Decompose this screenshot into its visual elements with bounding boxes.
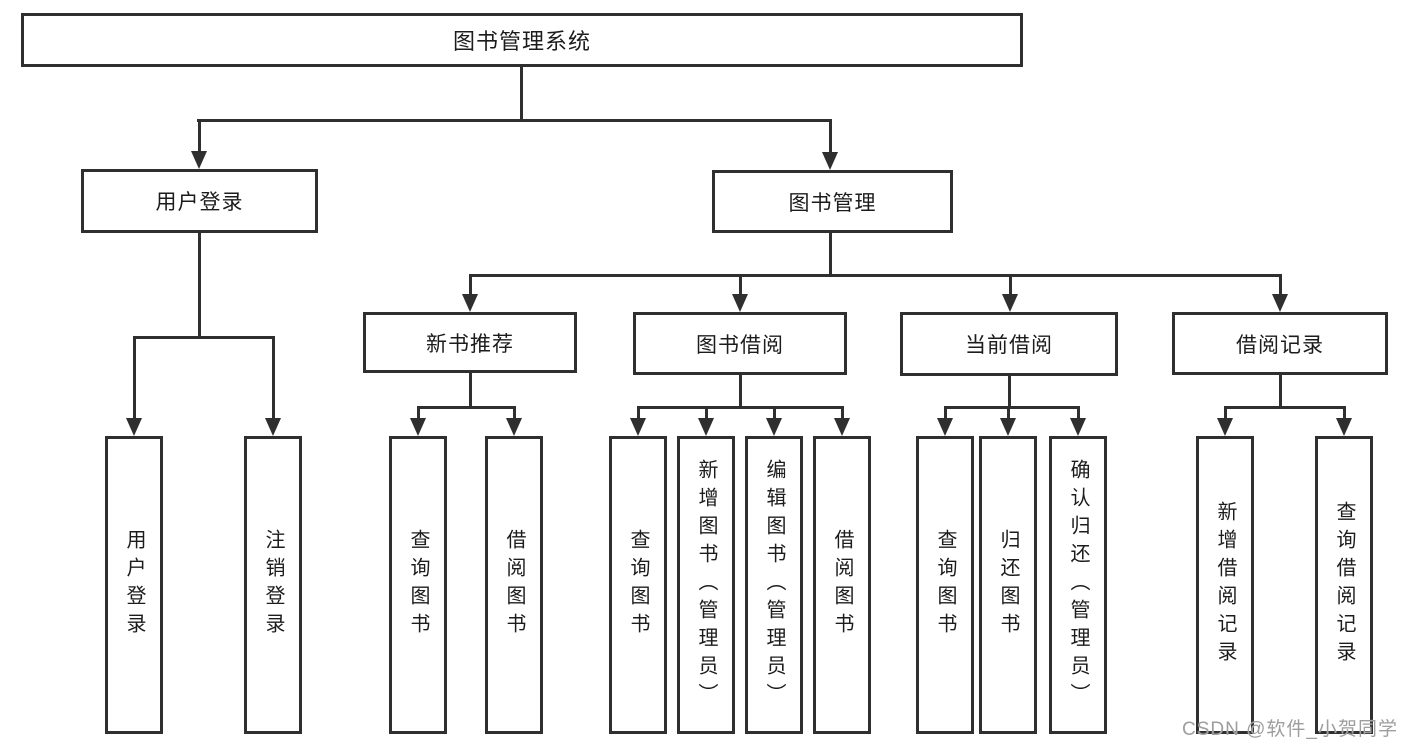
connector-line <box>637 406 640 422</box>
connector-line <box>272 336 275 420</box>
leaf-add-borrow-record: 新增借阅记录 <box>1196 436 1254 734</box>
connector-line <box>513 406 516 422</box>
connector-line <box>829 120 832 154</box>
arrowhead-icon <box>766 418 782 436</box>
connector-line <box>1009 274 1012 298</box>
connector-line <box>739 274 742 298</box>
leaf-label: 查询图书 <box>407 529 429 641</box>
node-current-borrowing: 当前借阅 <box>900 312 1118 376</box>
connector-line <box>944 406 947 422</box>
leaf-label: 归还图书 <box>997 529 1019 641</box>
arrowhead-icon <box>1000 418 1016 436</box>
connector-line <box>773 406 776 422</box>
arrowhead-icon <box>732 294 748 312</box>
leaf-return-books: 归还图书 <box>979 436 1037 734</box>
connector-line <box>739 375 742 409</box>
arrowhead-icon <box>462 294 478 312</box>
leaf-label: 用户登录 <box>123 529 145 641</box>
leaf-label: 查询图书 <box>934 529 956 641</box>
connector-line <box>469 274 1282 277</box>
connector-line <box>198 233 201 339</box>
arrowhead-icon <box>265 418 281 436</box>
node-book-management-system: 图书管理系统 <box>21 13 1023 67</box>
connector-line <box>705 406 708 422</box>
leaf-query-books: 查询图书 <box>609 436 667 734</box>
connector-line <box>417 406 516 409</box>
arrowhead-icon <box>937 418 953 436</box>
node-book-management: 图书管理 <box>712 170 953 233</box>
connector-line <box>469 274 472 298</box>
connector-line <box>1224 406 1227 422</box>
arrowhead-icon <box>822 152 838 170</box>
node-book-borrowing: 图书借阅 <box>633 312 847 375</box>
leaf-borrow-books: 借阅图书 <box>813 436 871 734</box>
leaf-query-borrow-record: 查询借阅记录 <box>1315 436 1373 734</box>
csdn-watermark: CSDN @软件_小贺同学 <box>1182 719 1398 740</box>
arrowhead-icon <box>506 418 522 436</box>
leaf-label: 新增借阅记录 <box>1214 501 1236 669</box>
arrowhead-icon <box>1002 294 1018 312</box>
connector-line <box>417 406 420 422</box>
leaf-label: 借阅图书 <box>503 529 525 641</box>
connector-line <box>1343 406 1346 422</box>
node-user-login: 用户登录 <box>81 169 318 233</box>
connector-line <box>197 119 832 122</box>
arrowhead-icon <box>410 418 426 436</box>
connector-line <box>637 406 844 409</box>
connector-line <box>1007 406 1010 422</box>
arrowhead-icon <box>126 418 142 436</box>
leaf-user-login: 用户登录 <box>105 436 163 734</box>
node-new-book-recommend: 新书推荐 <box>363 312 577 373</box>
connector-line <box>1008 376 1011 409</box>
leaf-query-books: 查询图书 <box>916 436 974 734</box>
connector-line <box>1279 375 1282 409</box>
leaf-label: 查询借阅记录 <box>1333 501 1355 669</box>
leaf-label: 新增图书（管理员） <box>695 459 717 711</box>
leaf-logout: 注销登录 <box>244 436 302 734</box>
leaf-edit-books-admin: 编辑图书（管理员） <box>745 436 803 734</box>
leaf-label: 编辑图书（管理员） <box>763 459 785 711</box>
connector-line <box>1279 274 1282 298</box>
connector-line <box>1077 406 1080 422</box>
connector-line <box>829 233 832 276</box>
connector-line <box>841 406 844 422</box>
leaf-label: 注销登录 <box>262 529 284 641</box>
leaf-add-books-admin: 新增图书（管理员） <box>677 436 735 734</box>
leaf-query-books: 查询图书 <box>389 436 447 734</box>
arrowhead-icon <box>630 418 646 436</box>
arrowhead-icon <box>698 418 714 436</box>
leaf-label: 借阅图书 <box>831 529 853 641</box>
connector-line <box>469 373 472 409</box>
node-borrowing-records: 借阅记录 <box>1172 312 1388 375</box>
leaf-borrow-books: 借阅图书 <box>485 436 543 734</box>
arrowhead-icon <box>1272 294 1288 312</box>
arrowhead-icon <box>1336 418 1352 436</box>
connector-line <box>520 67 523 121</box>
leaf-label: 确认归还（管理员） <box>1067 459 1089 711</box>
connector-line <box>1224 406 1345 409</box>
arrowhead-icon <box>1217 418 1233 436</box>
leaf-confirm-return-admin: 确认归还（管理员） <box>1049 436 1107 734</box>
connector-line <box>133 336 136 420</box>
leaf-label: 查询图书 <box>627 529 649 641</box>
connector-line <box>944 406 1080 409</box>
arrowhead-icon <box>1070 418 1086 436</box>
arrowhead-icon <box>191 151 207 169</box>
connector-line <box>198 120 201 153</box>
connector-line <box>133 336 274 339</box>
arrowhead-icon <box>834 418 850 436</box>
